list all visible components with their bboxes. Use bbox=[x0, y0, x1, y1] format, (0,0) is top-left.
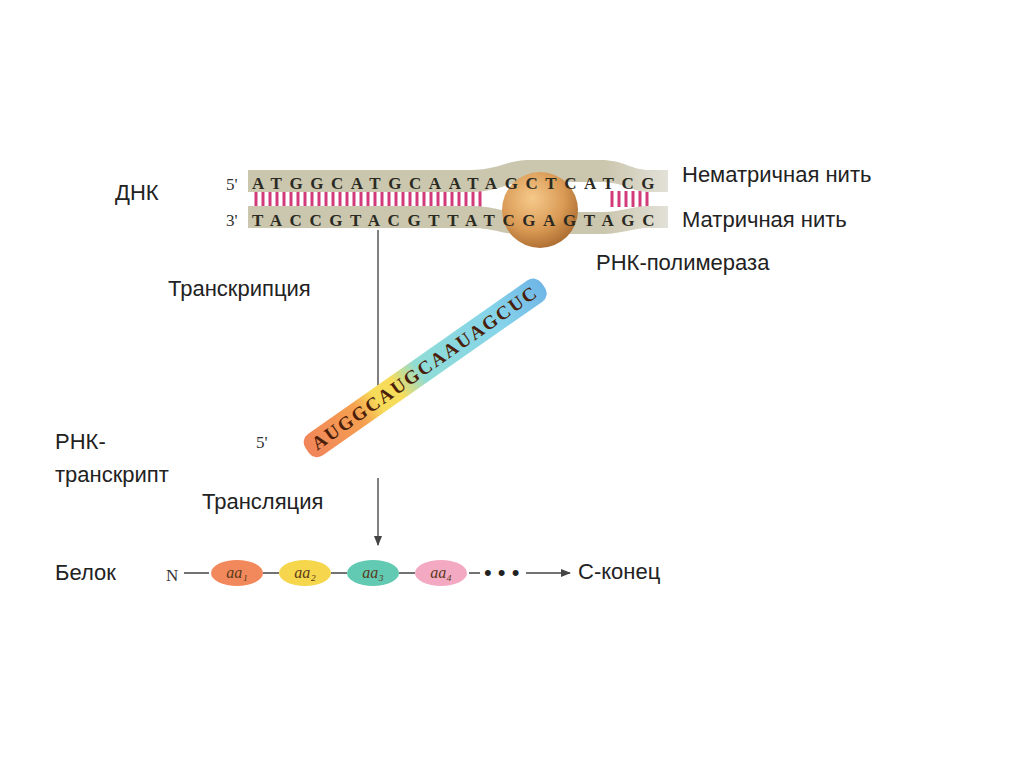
base-pair bbox=[618, 191, 621, 207]
base-pair bbox=[367, 191, 370, 207]
base-pair bbox=[332, 191, 335, 207]
amino-acid: aa₄ bbox=[415, 560, 467, 586]
amino-acid-label: aa₂ bbox=[294, 564, 316, 582]
chain-dots: • • • bbox=[484, 558, 519, 588]
base-pair bbox=[388, 191, 391, 207]
base-pair bbox=[311, 191, 314, 207]
base-pair bbox=[262, 191, 265, 207]
base-pair bbox=[451, 191, 454, 207]
base-pair bbox=[304, 191, 307, 207]
base-pair bbox=[381, 191, 384, 207]
product-label: РНК- транскрипт bbox=[55, 425, 190, 491]
template-sequence: TACCGTACGTTATCGAGTAGC bbox=[252, 206, 662, 236]
chain-bond bbox=[469, 572, 480, 574]
peptide-bond bbox=[331, 572, 347, 574]
base-pair bbox=[416, 191, 419, 207]
base-pair bbox=[402, 191, 405, 207]
base-pair bbox=[409, 191, 412, 207]
base-pair bbox=[423, 191, 426, 207]
base-pair bbox=[430, 191, 433, 207]
peptide-bond bbox=[399, 572, 415, 574]
peptide-bond bbox=[263, 572, 279, 574]
five-prime-end: 5' bbox=[256, 428, 268, 458]
base-pairs bbox=[256, 191, 647, 207]
strand-label: Матричная нить bbox=[682, 205, 847, 235]
three-prime-end: 3' bbox=[226, 206, 238, 236]
base-pair bbox=[325, 191, 328, 207]
base-pair bbox=[625, 191, 628, 207]
five-prime-end: 5' bbox=[226, 170, 238, 200]
c-terminus: С-конец bbox=[578, 557, 660, 587]
base-pair bbox=[437, 191, 440, 207]
n-terminus-bond bbox=[184, 572, 209, 574]
strand-label: Нематричная нить bbox=[682, 160, 871, 190]
base-pair bbox=[646, 191, 649, 207]
base-pair bbox=[632, 191, 635, 207]
n-terminus: N bbox=[166, 561, 178, 591]
amino-acid-label: aa₃ bbox=[362, 564, 384, 582]
amino-acid-label: aa₄ bbox=[430, 564, 452, 582]
base-pair bbox=[346, 191, 349, 207]
base-pair bbox=[639, 191, 642, 207]
transcription-arrow bbox=[377, 230, 379, 398]
base-pair bbox=[297, 191, 300, 207]
base-pair bbox=[374, 191, 377, 207]
base-pair bbox=[339, 191, 342, 207]
amino-acid: aa₁ bbox=[211, 560, 263, 586]
base-pair bbox=[318, 191, 321, 207]
process-label: Трансляция bbox=[202, 487, 323, 517]
rna-sequence: AUGGCAUGCAAUAGCUC bbox=[300, 275, 550, 461]
base-pair bbox=[353, 191, 356, 207]
base-pair bbox=[472, 191, 475, 207]
non-template-sequence: ATGGCATGCAATAGCTCATCG bbox=[252, 169, 662, 199]
base-pair bbox=[479, 191, 482, 207]
enzyme-label: РНК-полимераза bbox=[596, 248, 769, 278]
base-pair bbox=[458, 191, 461, 207]
base-pair bbox=[465, 191, 468, 207]
amino-acid: aa₃ bbox=[347, 560, 399, 586]
base-pair bbox=[611, 191, 614, 207]
chain-arrow bbox=[526, 572, 570, 574]
product-label: Белок bbox=[55, 558, 116, 588]
amino-acid: aa₂ bbox=[279, 560, 331, 586]
base-pair bbox=[395, 191, 398, 207]
translation-arrow bbox=[377, 478, 379, 545]
base-pair bbox=[269, 191, 272, 207]
base-pair bbox=[360, 191, 363, 207]
process-label: Транскрипция bbox=[168, 274, 311, 304]
base-pair bbox=[255, 191, 258, 207]
dna-label: ДНК bbox=[115, 178, 159, 208]
base-pair bbox=[290, 191, 293, 207]
base-pair bbox=[444, 191, 447, 207]
base-pair bbox=[276, 191, 279, 207]
amino-acid-label: aa₁ bbox=[226, 564, 248, 582]
base-pair bbox=[283, 191, 286, 207]
